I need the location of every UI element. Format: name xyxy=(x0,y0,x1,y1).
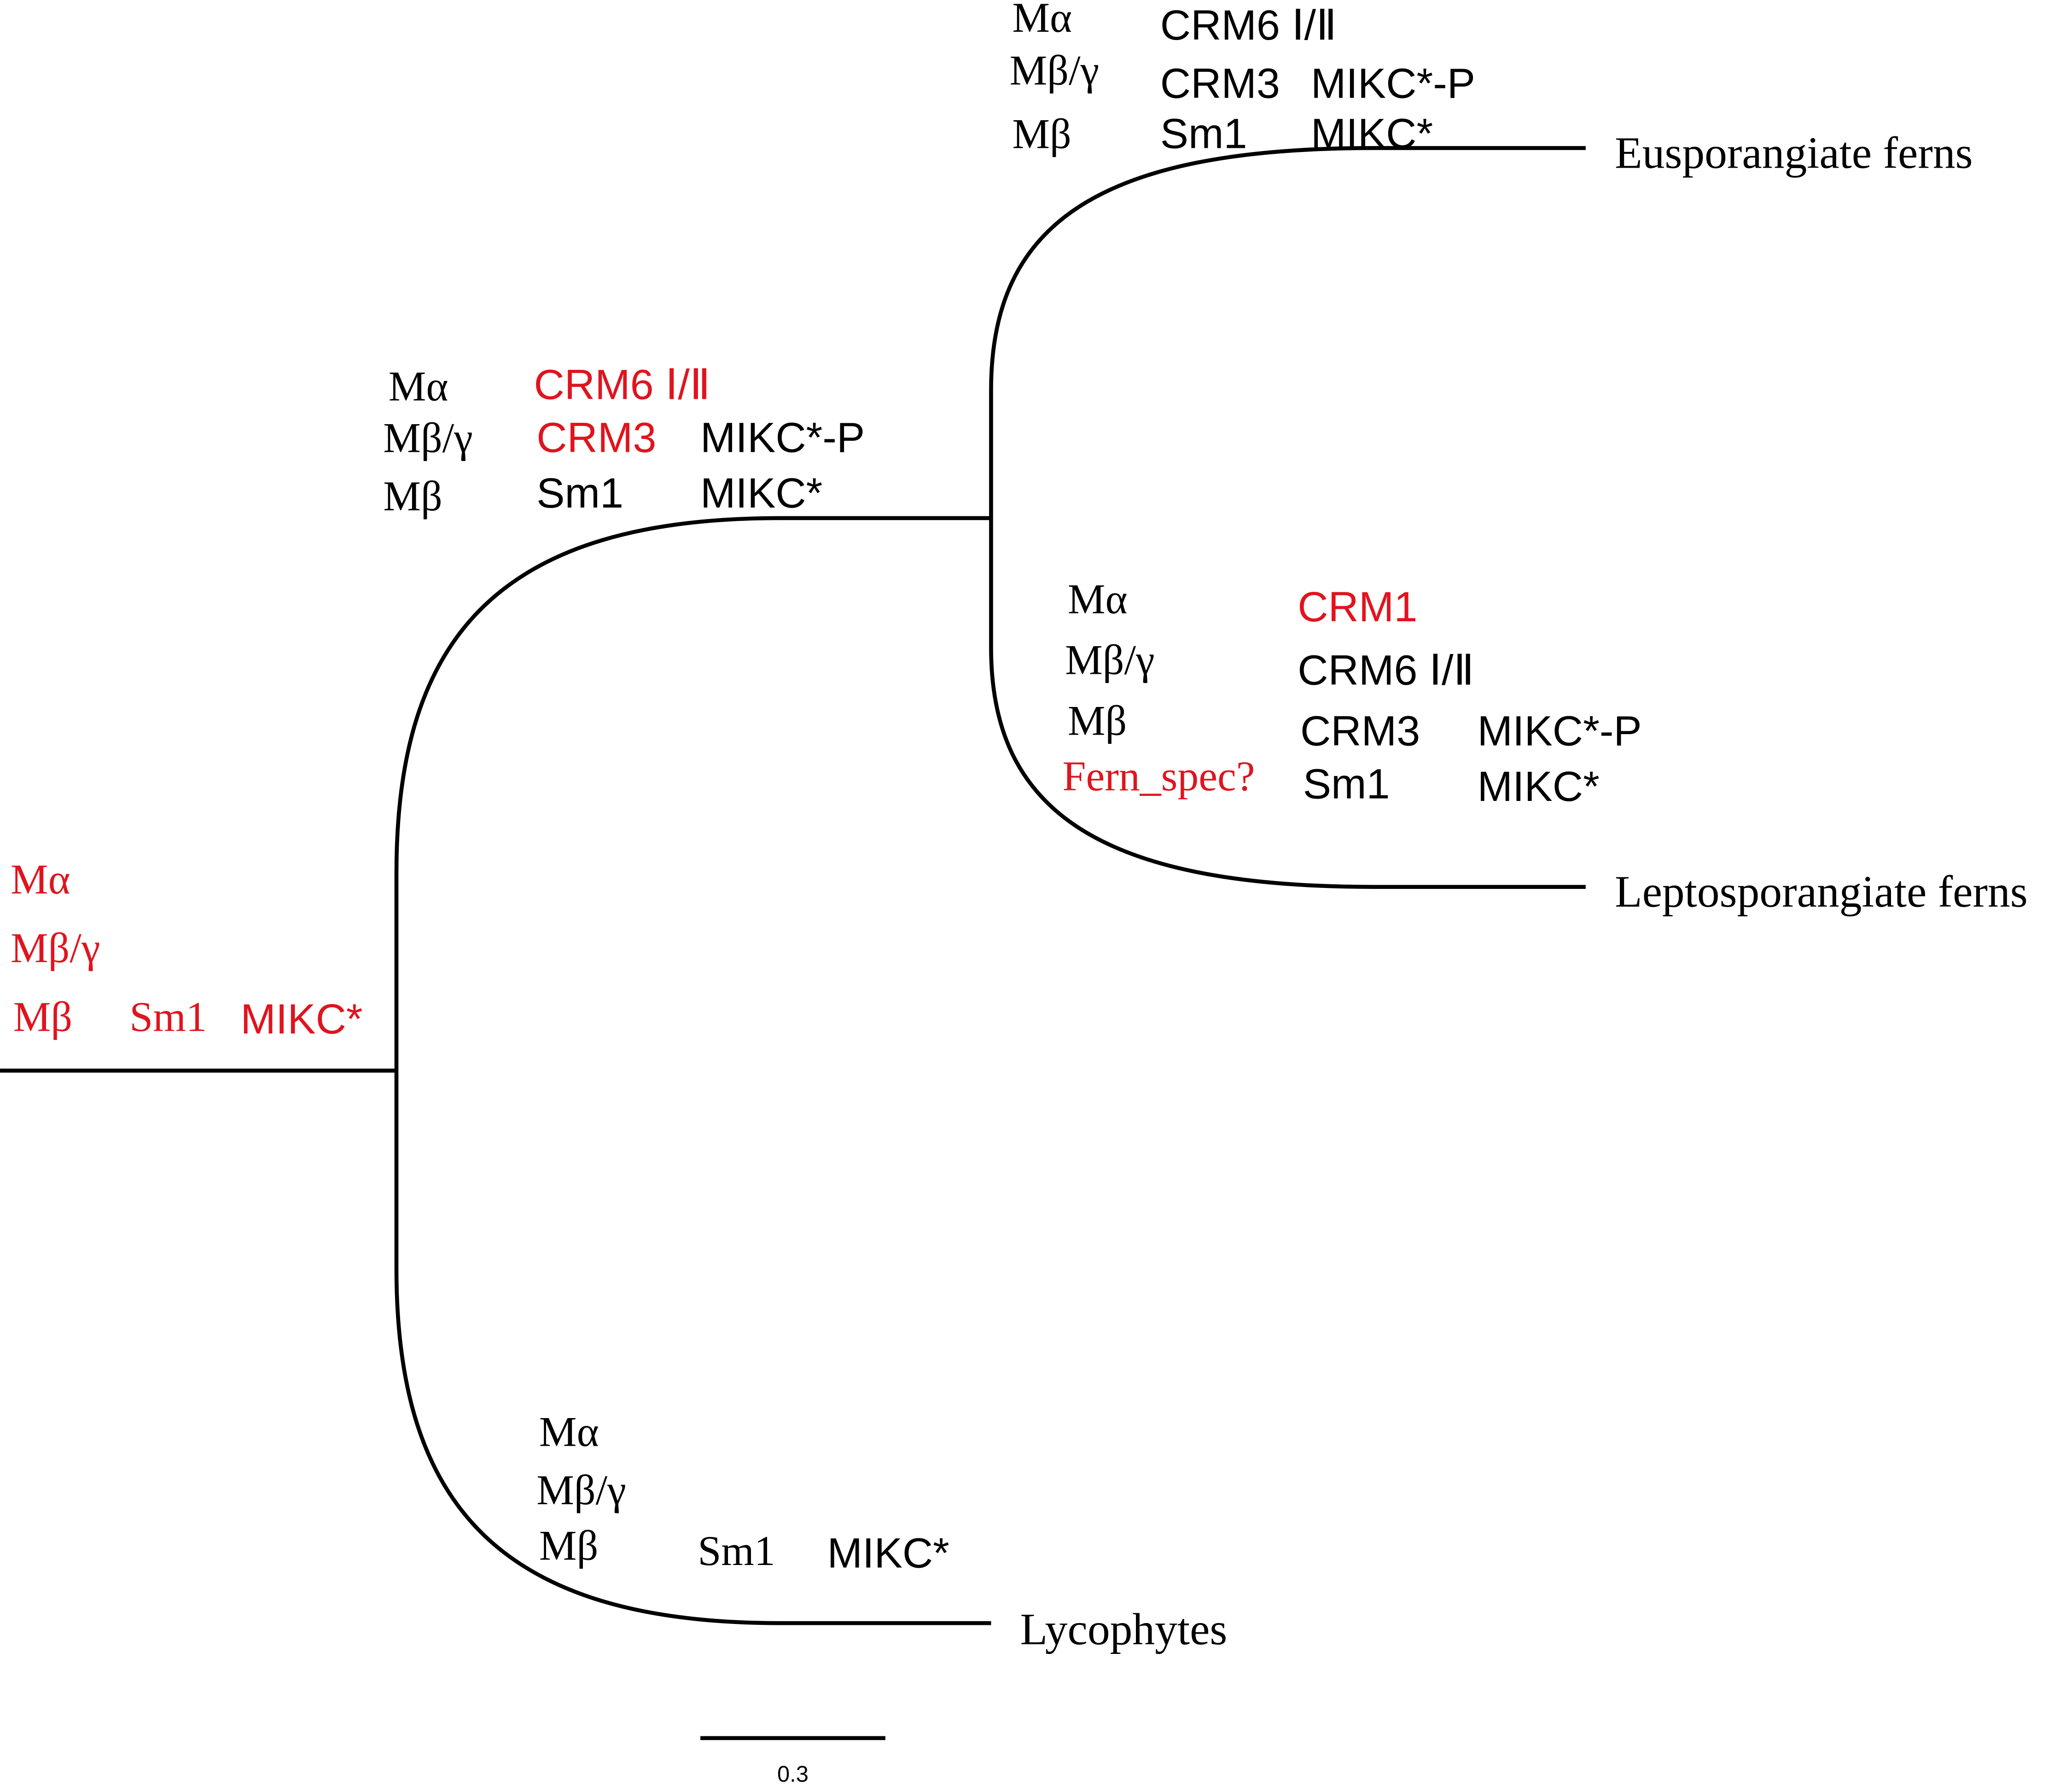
gene-label-m-alpha: Mα xyxy=(1068,576,1128,623)
lycophyte-branch xyxy=(394,1070,991,1625)
gene-label-m-beta: Mβ xyxy=(13,993,72,1040)
gene-label-crm6: CRM6 Ⅰ/Ⅱ xyxy=(534,362,710,409)
gene-label-mikc-star: MIKC* xyxy=(1311,110,1433,157)
gene-label-m-beta-gamma: Mβ/γ xyxy=(383,414,472,461)
gene-label-m-beta-gamma: Mβ/γ xyxy=(11,924,100,971)
gene-label-m-beta-gamma: Mβ/γ xyxy=(536,1466,626,1513)
gene-label-sm1: Sm1 xyxy=(129,993,207,1040)
gene-label-m-beta-gamma: Mβ/γ xyxy=(1065,637,1154,683)
taxon-label-leptosporangiate-ferns: Leptosporangiate ferns xyxy=(1615,867,2028,917)
gene-label-mikc-star-p: MIKC*-P xyxy=(1478,708,1642,755)
eusporangiate-branch xyxy=(989,146,1586,518)
tree-branches xyxy=(0,146,1586,1740)
lycophyte-node-genes: Mα Mβ/γ Mβ Sm1 MIKC* xyxy=(536,1408,949,1577)
gene-label-mikc-star-p: MIKC*-P xyxy=(1311,60,1475,107)
fern-node-genes: Mα Mβ/γ Mβ CRM6 Ⅰ/Ⅱ CRM3 Sm1 MIKC*-P MIK… xyxy=(383,362,865,520)
scale-bar-label: 0.3 xyxy=(777,1762,809,1787)
gene-label-m-beta-gamma: Mβ/γ xyxy=(1010,47,1099,94)
gene-label-sm1: Sm1 xyxy=(1160,110,1247,157)
gene-label-m-beta: Mβ xyxy=(1068,697,1127,744)
gene-label-sm1: Sm1 xyxy=(698,1527,775,1574)
gene-label-mikc-star: MIKC* xyxy=(1478,763,1600,810)
eusporangiate-node-genes: Mα Mβ/γ Mβ CRM6 Ⅰ/Ⅱ CRM3 Sm1 MIKC*-P MIK… xyxy=(1010,0,1475,157)
taxon-label-lycophytes: Lycophytes xyxy=(1020,1605,1228,1654)
gene-label-crm1: CRM1 xyxy=(1298,584,1417,631)
gene-label-m-alpha: Mα xyxy=(1012,0,1072,41)
gene-label-crm3: CRM3 xyxy=(1160,60,1280,107)
gene-label-mikc-star: MIKC* xyxy=(827,1530,949,1577)
gene-label-crm6: CRM6 Ⅰ/Ⅱ xyxy=(1160,2,1337,49)
gene-label-m-alpha: Mα xyxy=(11,856,70,903)
gene-label-crm6: CRM6 Ⅰ/Ⅱ xyxy=(1298,647,1474,694)
gene-label-fern-spec: Fern_spec? xyxy=(1062,753,1255,800)
gene-label-m-alpha: Mα xyxy=(539,1408,599,1455)
fern-branch xyxy=(394,516,991,1071)
gene-label-sm1: Sm1 xyxy=(536,470,623,517)
gene-label-mikc-star-p: MIKC*-P xyxy=(700,414,865,461)
gene-label-mikc-star: MIKC* xyxy=(700,470,822,517)
gene-label-crm3: CRM3 xyxy=(1300,708,1420,755)
taxon-label-eusporangiate-ferns: Eusporangiate ferns xyxy=(1615,128,1973,178)
gene-label-m-beta: Mβ xyxy=(539,1522,598,1569)
gene-label-sm1: Sm1 xyxy=(1303,760,1390,807)
gene-label-m-beta: Mβ xyxy=(1012,110,1071,157)
root-node-genes: Mα Mβ/γ Mβ Sm1 MIKC* xyxy=(11,856,363,1043)
gene-label-crm3: CRM3 xyxy=(536,414,656,461)
gene-label-m-beta: Mβ xyxy=(383,473,442,520)
leptosporangiate-branch xyxy=(989,518,1586,889)
leptosporangiate-node-genes: Mα Mβ/γ Mβ Fern_spec? CRM1 CRM6 Ⅰ/Ⅱ CRM3… xyxy=(1062,576,1641,811)
gene-label-m-alpha: Mα xyxy=(389,363,448,410)
gene-label-mikc-star: MIKC* xyxy=(240,996,362,1043)
